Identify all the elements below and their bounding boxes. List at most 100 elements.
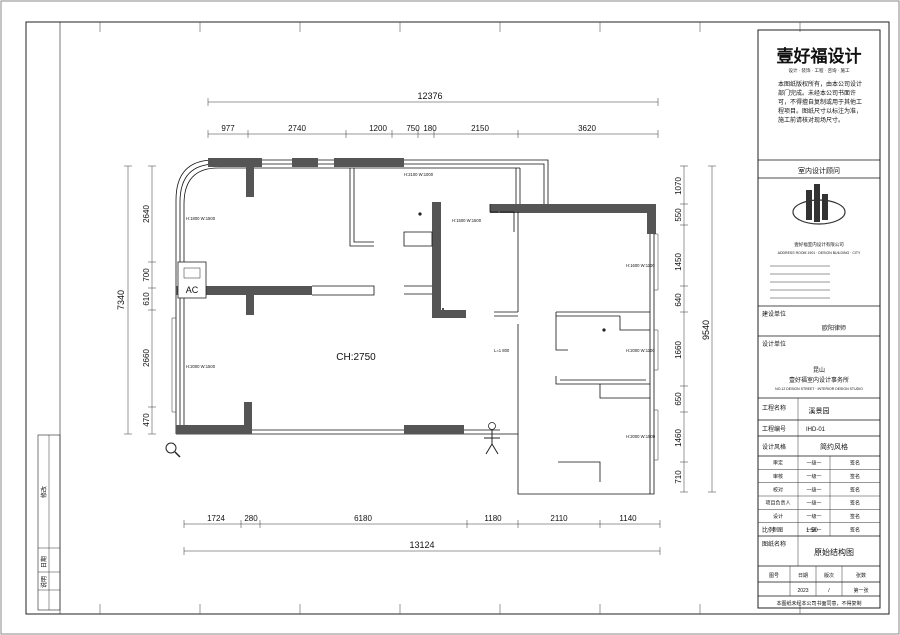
dim-bottom-1: 1724 [207, 514, 225, 523]
door-tag-4: H:1600 W:1100 [626, 263, 655, 268]
signature-row-label: 项目负责人 [765, 500, 790, 507]
dim-top-7: 3620 [578, 124, 596, 133]
right-dimension-lines [680, 165, 716, 493]
dim-top-1: 977 [221, 124, 235, 133]
dim-right-1: 1070 [674, 177, 683, 195]
logo-text: 壹好福设计 [777, 46, 862, 67]
top-dimension-lines [207, 98, 659, 138]
footer-note: 本图纸未经本公司书面同意，不得复制 [776, 600, 861, 607]
design-unit-line1: 昆山 [813, 366, 825, 374]
bottom-dimension-lines [183, 520, 661, 555]
style-label: 设计风格 [762, 443, 786, 451]
signature-row-label: 审定 [773, 460, 783, 467]
drawing-no-label: 工程编号 [762, 425, 786, 433]
scale-label: 比例 [762, 526, 774, 534]
building-logo-icon [792, 184, 846, 225]
dim-right-total: 9540 [701, 320, 711, 340]
title-block [757, 29, 881, 609]
drawing-name-label: 图纸名称 [762, 540, 786, 548]
revision-label-1: 修改 [40, 486, 48, 498]
client-label: 建设单位 [762, 310, 786, 318]
signature-row-mark: 签名 [850, 526, 860, 533]
design-unit-label: 设计单位 [762, 340, 786, 348]
dim-right-3: 1450 [674, 253, 683, 271]
door-tag-7: H:2000 W:1500 [186, 364, 216, 369]
signature-row-mark: 签名 [850, 473, 860, 480]
door-tag-3: H:1500 W:1500 [452, 218, 482, 223]
revision-label-3: 说明 [40, 576, 48, 588]
dim-top-3: 1200 [369, 124, 387, 133]
signature-row-label: 制图 [773, 526, 783, 533]
signature-row-signature: 一级一 [806, 486, 821, 493]
dim-right-4: 640 [674, 293, 683, 307]
project-label: 工程名称 [762, 404, 786, 412]
point-marker [418, 212, 422, 216]
signature-row-signature: 一级一 [806, 526, 821, 533]
dim-top-5: 180 [423, 124, 437, 133]
ac-label: AC [186, 285, 199, 295]
entrance-person-icon [484, 422, 500, 455]
point-marker [602, 328, 606, 332]
small-tag: L=1 800 [494, 348, 510, 353]
drawing-no-value: IHD-01 [806, 427, 826, 433]
dim-right-2: 550 [674, 208, 683, 222]
interior-walls [312, 168, 650, 482]
dim-right-5: 1660 [674, 341, 683, 359]
style-value: 简约风格 [820, 442, 848, 451]
dim-top-total: 12376 [417, 91, 442, 101]
door-tag-2: H:2100 W:1000 [404, 172, 434, 177]
sheet-label-4: 张数 [856, 572, 866, 579]
door-tag-5: H:2000 W:1100 [626, 348, 655, 353]
left-dimension-lines [124, 165, 156, 435]
signature-row-mark: 签名 [850, 500, 860, 507]
dim-bottom-2: 280 [244, 514, 258, 523]
dim-top-6: 2150 [471, 124, 489, 133]
dim-left-2: 700 [142, 268, 151, 282]
sheet-value-3: / [828, 588, 830, 594]
ac-unit [177, 261, 207, 299]
firm-name-small: 壹好福室内设计有限公司 [794, 241, 844, 248]
client-value: 欧阳律师 [822, 324, 846, 332]
dim-left-3: 610 [142, 292, 151, 306]
sheet-value-2: 2023 [797, 588, 808, 594]
dim-bottom-3: 6180 [354, 514, 372, 523]
signature-row-mark: 签名 [850, 486, 860, 493]
dim-left-total: 7340 [116, 290, 126, 310]
dim-left-4: 2660 [142, 349, 151, 367]
magnifier-icon[interactable] [165, 442, 181, 458]
scale-value: 1:50 [806, 528, 818, 534]
wall-fills [176, 158, 656, 434]
sheet-label-1: 图号 [769, 573, 779, 579]
windows [171, 233, 659, 461]
project-value: 溪景园 [809, 406, 830, 415]
ceiling-height-label: CH:2750 [336, 352, 376, 363]
consultant-label: 室内设计顾问 [798, 166, 840, 175]
signature-row-label: 设计 [773, 513, 783, 520]
dim-top-2: 2740 [288, 124, 306, 133]
dim-bottom-6: 1140 [619, 514, 637, 523]
revision-label-2: 日期 [40, 556, 48, 568]
signature-row-mark: 签名 [850, 513, 860, 520]
signature-row-signature: 一级一 [806, 460, 821, 467]
dim-left-1: 2640 [142, 205, 151, 223]
copyright-notice: 本图纸版权所有，由本公司设计部门完成。未经本公司书面许可，不得擅自复制或用于其他… [778, 81, 862, 124]
dim-top-4: 750 [406, 124, 420, 133]
sheet-value-4: 第一张 [853, 587, 868, 594]
dim-right-8: 710 [674, 470, 683, 484]
sheet-label-3: 版次 [824, 572, 834, 579]
signature-row-mark: 签名 [850, 460, 860, 467]
logo-subtitle: 设计 · 装饰 · 工程 · 咨询 · 施工 [789, 67, 850, 74]
revision-strip: 修改 日期 说明 [37, 434, 61, 611]
dim-right-6: 650 [674, 392, 683, 406]
signature-rows: 审定一级一签名审核一级一签名校对一级一签名项目负责人一级一签名设计一级一签名制图… [758, 460, 880, 533]
door-tag-1: H:1800 W:1500 [186, 216, 216, 221]
dim-bottom-total: 13124 [409, 540, 434, 550]
signature-row-label: 审核 [773, 473, 783, 480]
firm-address-small: ADDRESS ROOM 1901 · DESIGN BUILDING · CI… [778, 251, 861, 255]
dim-left-5: 470 [142, 413, 151, 427]
dim-bottom-4: 1180 [484, 514, 502, 523]
signature-row-label: 校对 [773, 486, 783, 493]
design-unit-line3: NO.12 DESIGN STREET · INTERIOR DESIGN ST… [775, 387, 863, 391]
dim-bottom-5: 2110 [550, 514, 568, 523]
